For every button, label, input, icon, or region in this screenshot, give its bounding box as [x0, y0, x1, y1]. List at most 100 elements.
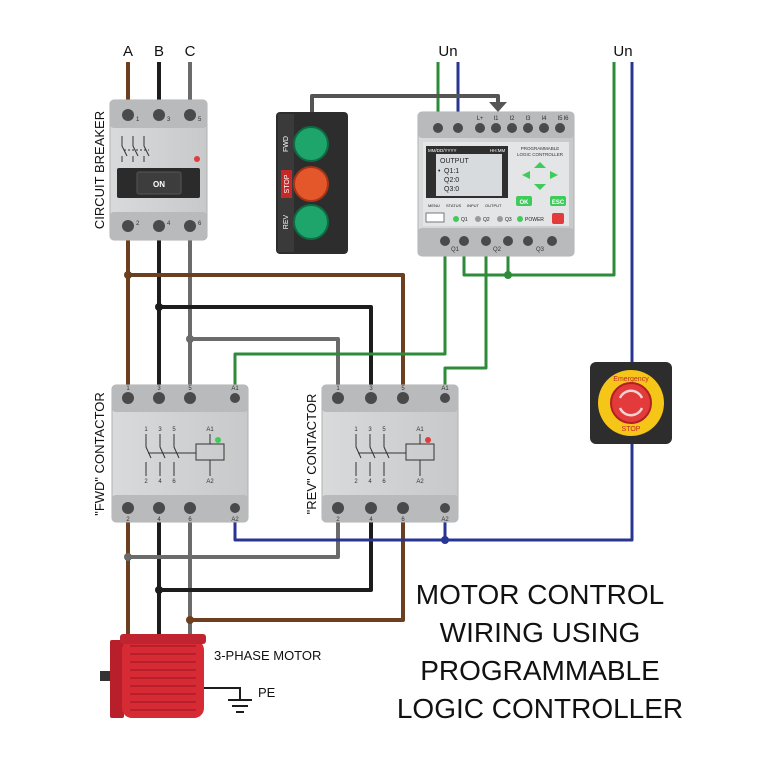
contactor-coil	[195, 443, 225, 461]
stop-button-label: STOP	[284, 174, 291, 193]
wire-phase-a-branch-rev	[128, 273, 405, 385]
plc-title-line1: PROGRAMMABLE	[521, 146, 560, 151]
plc-bottom-strip	[418, 228, 574, 256]
fwd-contactor-label: "FWD" CONTACTOR	[92, 392, 107, 516]
screw-terminal	[230, 503, 240, 513]
wire-rev-out-1	[128, 522, 340, 559]
plc-lcd-menu: MENU STATUS INPUT OUTPUT	[428, 203, 502, 208]
fwd-button[interactable]	[293, 126, 329, 162]
terminal-number: A1	[441, 386, 449, 392]
breaker-on-label: ON	[153, 180, 165, 189]
breaker-toggle[interactable]	[136, 171, 182, 195]
screw-terminal	[230, 393, 240, 403]
wire-rev-out-2	[159, 522, 373, 592]
phase-c-label: C	[185, 43, 196, 60]
plc-esc-key[interactable]	[550, 196, 566, 206]
plc-menu-item: MENU	[428, 203, 440, 208]
screw-terminal	[523, 236, 533, 246]
arrow-head	[489, 102, 507, 112]
screw-terminal	[523, 123, 533, 133]
plc-led-label: Q1	[461, 217, 468, 223]
contactor-coil	[405, 443, 435, 461]
plc-ok-key[interactable]	[516, 196, 532, 206]
junction-dot	[441, 536, 449, 544]
terminal-number: 2	[126, 517, 130, 523]
terminal-number: A2	[231, 517, 239, 523]
plc-power-led	[517, 216, 523, 222]
motor-label: 3-PHASE MOTOR	[214, 648, 321, 663]
plc-power-button[interactable]	[552, 213, 564, 224]
screw-terminal	[153, 392, 165, 404]
screw-terminal	[332, 502, 344, 514]
plc-lcd-bullet: •	[438, 168, 441, 175]
screw-terminal	[440, 393, 450, 403]
pole-number: 1	[354, 427, 358, 433]
junction-dot	[124, 271, 132, 279]
wire-estop-to-a2	[233, 444, 634, 542]
rev-button[interactable]	[293, 204, 329, 240]
breaker-terminal-numbers: 1 3 5 2 4 6	[136, 117, 202, 227]
wire-phase-b-branch-rev	[159, 305, 373, 385]
plc-left-key[interactable]	[522, 171, 530, 179]
screw-terminal	[184, 220, 196, 232]
plc-right-key[interactable]	[550, 171, 558, 179]
terminal-number: 3	[167, 117, 171, 123]
screw-terminal	[453, 123, 463, 133]
wire-buttons-to-plc	[310, 94, 500, 112]
plc-down-key[interactable]	[534, 184, 546, 190]
junction-dot	[124, 553, 132, 561]
screw-terminal	[547, 236, 557, 246]
estop-arrows-icon	[618, 389, 644, 417]
un-right-label: Un	[613, 43, 632, 60]
terminal-number: 4	[167, 221, 171, 227]
coil-terminal: A1	[206, 427, 214, 433]
pole-number: 2	[354, 479, 358, 485]
plc-lcd-time: HH:MM	[490, 148, 505, 153]
plc-lcd-output: OUTPUT	[440, 158, 470, 165]
plc-lcd	[436, 154, 502, 196]
screw-terminal	[184, 392, 196, 404]
contactor-terminal-numbers: 1 3 5 A1 2 4 6 A2	[126, 386, 239, 523]
contactor-screws	[122, 392, 240, 514]
wire-plc-q1-fwd-coil	[233, 255, 447, 386]
screw-terminal	[440, 503, 450, 513]
estop-button[interactable]	[610, 382, 652, 424]
contactor-poles-drawing	[145, 434, 196, 476]
contactor-indicator-red	[425, 437, 431, 443]
screw-terminal	[555, 123, 565, 133]
plc-input-label: I6	[563, 116, 569, 122]
coil-terminal: A2	[206, 479, 214, 485]
plc-menu-item: INPUT	[467, 203, 480, 208]
terminal-number: 3	[369, 386, 373, 392]
stop-button[interactable]	[293, 166, 329, 202]
estop-top-label: Emergency	[613, 376, 649, 383]
junction-dot	[186, 335, 194, 343]
plc-input-label: I1	[493, 116, 499, 122]
pole-number: 4	[158, 479, 162, 485]
plc-led-q3	[497, 216, 503, 222]
plc-input-label: I3	[525, 116, 531, 122]
terminal-number: A1	[231, 386, 239, 392]
contactor-indicator-green	[215, 437, 221, 443]
rev-contactor-label: "REV" CONTACTOR	[304, 394, 319, 515]
plc-output-labels: Q1 Q2 Q3	[451, 247, 545, 253]
plc-menu-item: OUTPUT	[485, 203, 502, 208]
motor-flange	[110, 640, 124, 718]
plc-led-q1	[453, 216, 459, 222]
plc-output-label: Q3	[536, 247, 545, 253]
screw-terminal	[397, 502, 409, 514]
terminal-number: 5	[401, 386, 405, 392]
screw-terminal	[365, 502, 377, 514]
plc-led-label: Q3	[505, 217, 512, 223]
coil-terminal: A1	[416, 427, 424, 433]
plc-up-key[interactable]	[534, 162, 546, 168]
terminal-number: 2	[136, 221, 140, 227]
screw-terminal	[122, 392, 134, 404]
pushbutton-station: FWD STOP REV	[276, 112, 348, 254]
plc-lcd-date: MM/DD/YYYY	[428, 148, 457, 153]
screw-terminal	[332, 392, 344, 404]
screw-terminal	[184, 502, 196, 514]
screw-terminal	[481, 236, 491, 246]
phase-b-label: B	[154, 43, 164, 60]
screw-terminal	[503, 236, 513, 246]
